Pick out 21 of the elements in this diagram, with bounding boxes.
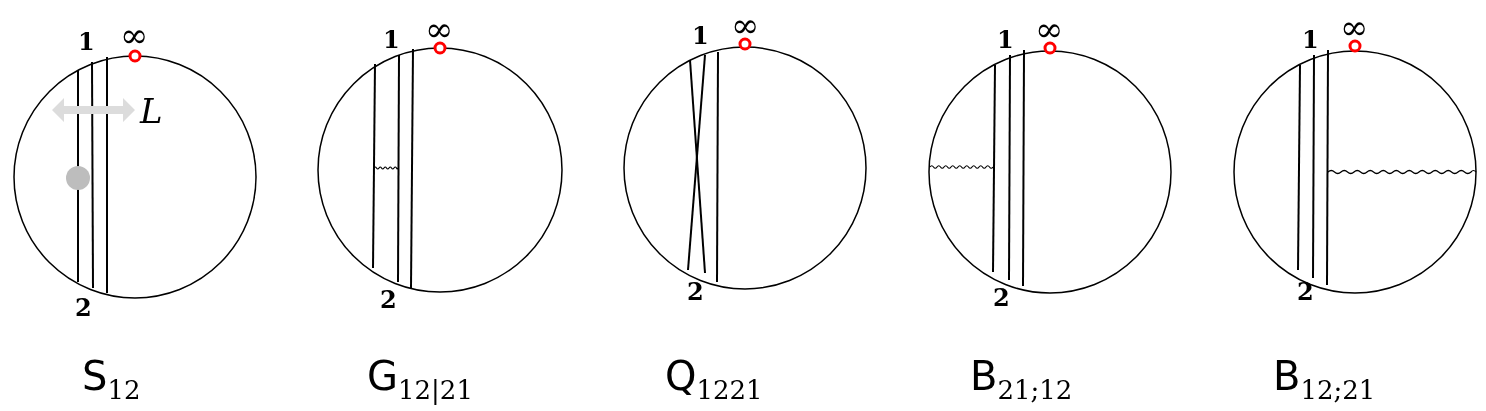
diagram-caption: B$_{12;21}$ <box>1273 356 1376 403</box>
point-label: 2 <box>1297 280 1314 304</box>
infinity-label: ∞ <box>120 18 149 52</box>
diagram-caption: B$_{21;12}$ <box>970 356 1073 403</box>
infinity-label: ∞ <box>731 8 760 42</box>
infinity-label: ∞ <box>1340 10 1369 44</box>
diagram-caption: S$_{12}$ <box>82 356 141 403</box>
infinity-label: ∞ <box>1035 12 1064 46</box>
point-label: 2 <box>75 296 92 320</box>
point-label: 2 <box>993 286 1010 310</box>
point-label: 1 <box>997 28 1014 52</box>
point-label: 1 <box>692 24 709 48</box>
point-label: 1 <box>78 30 95 54</box>
point-label: 2 <box>380 288 397 312</box>
infinity-label: ∞ <box>425 12 454 46</box>
point-label: 1 <box>383 28 400 52</box>
point-label: 2 <box>687 280 704 304</box>
diagram-caption: G$_{12|21}$ <box>367 356 473 403</box>
diagram-caption: Q$_{1221}$ <box>665 356 763 403</box>
length-label: L <box>140 94 163 128</box>
point-label: 1 <box>1302 28 1319 52</box>
